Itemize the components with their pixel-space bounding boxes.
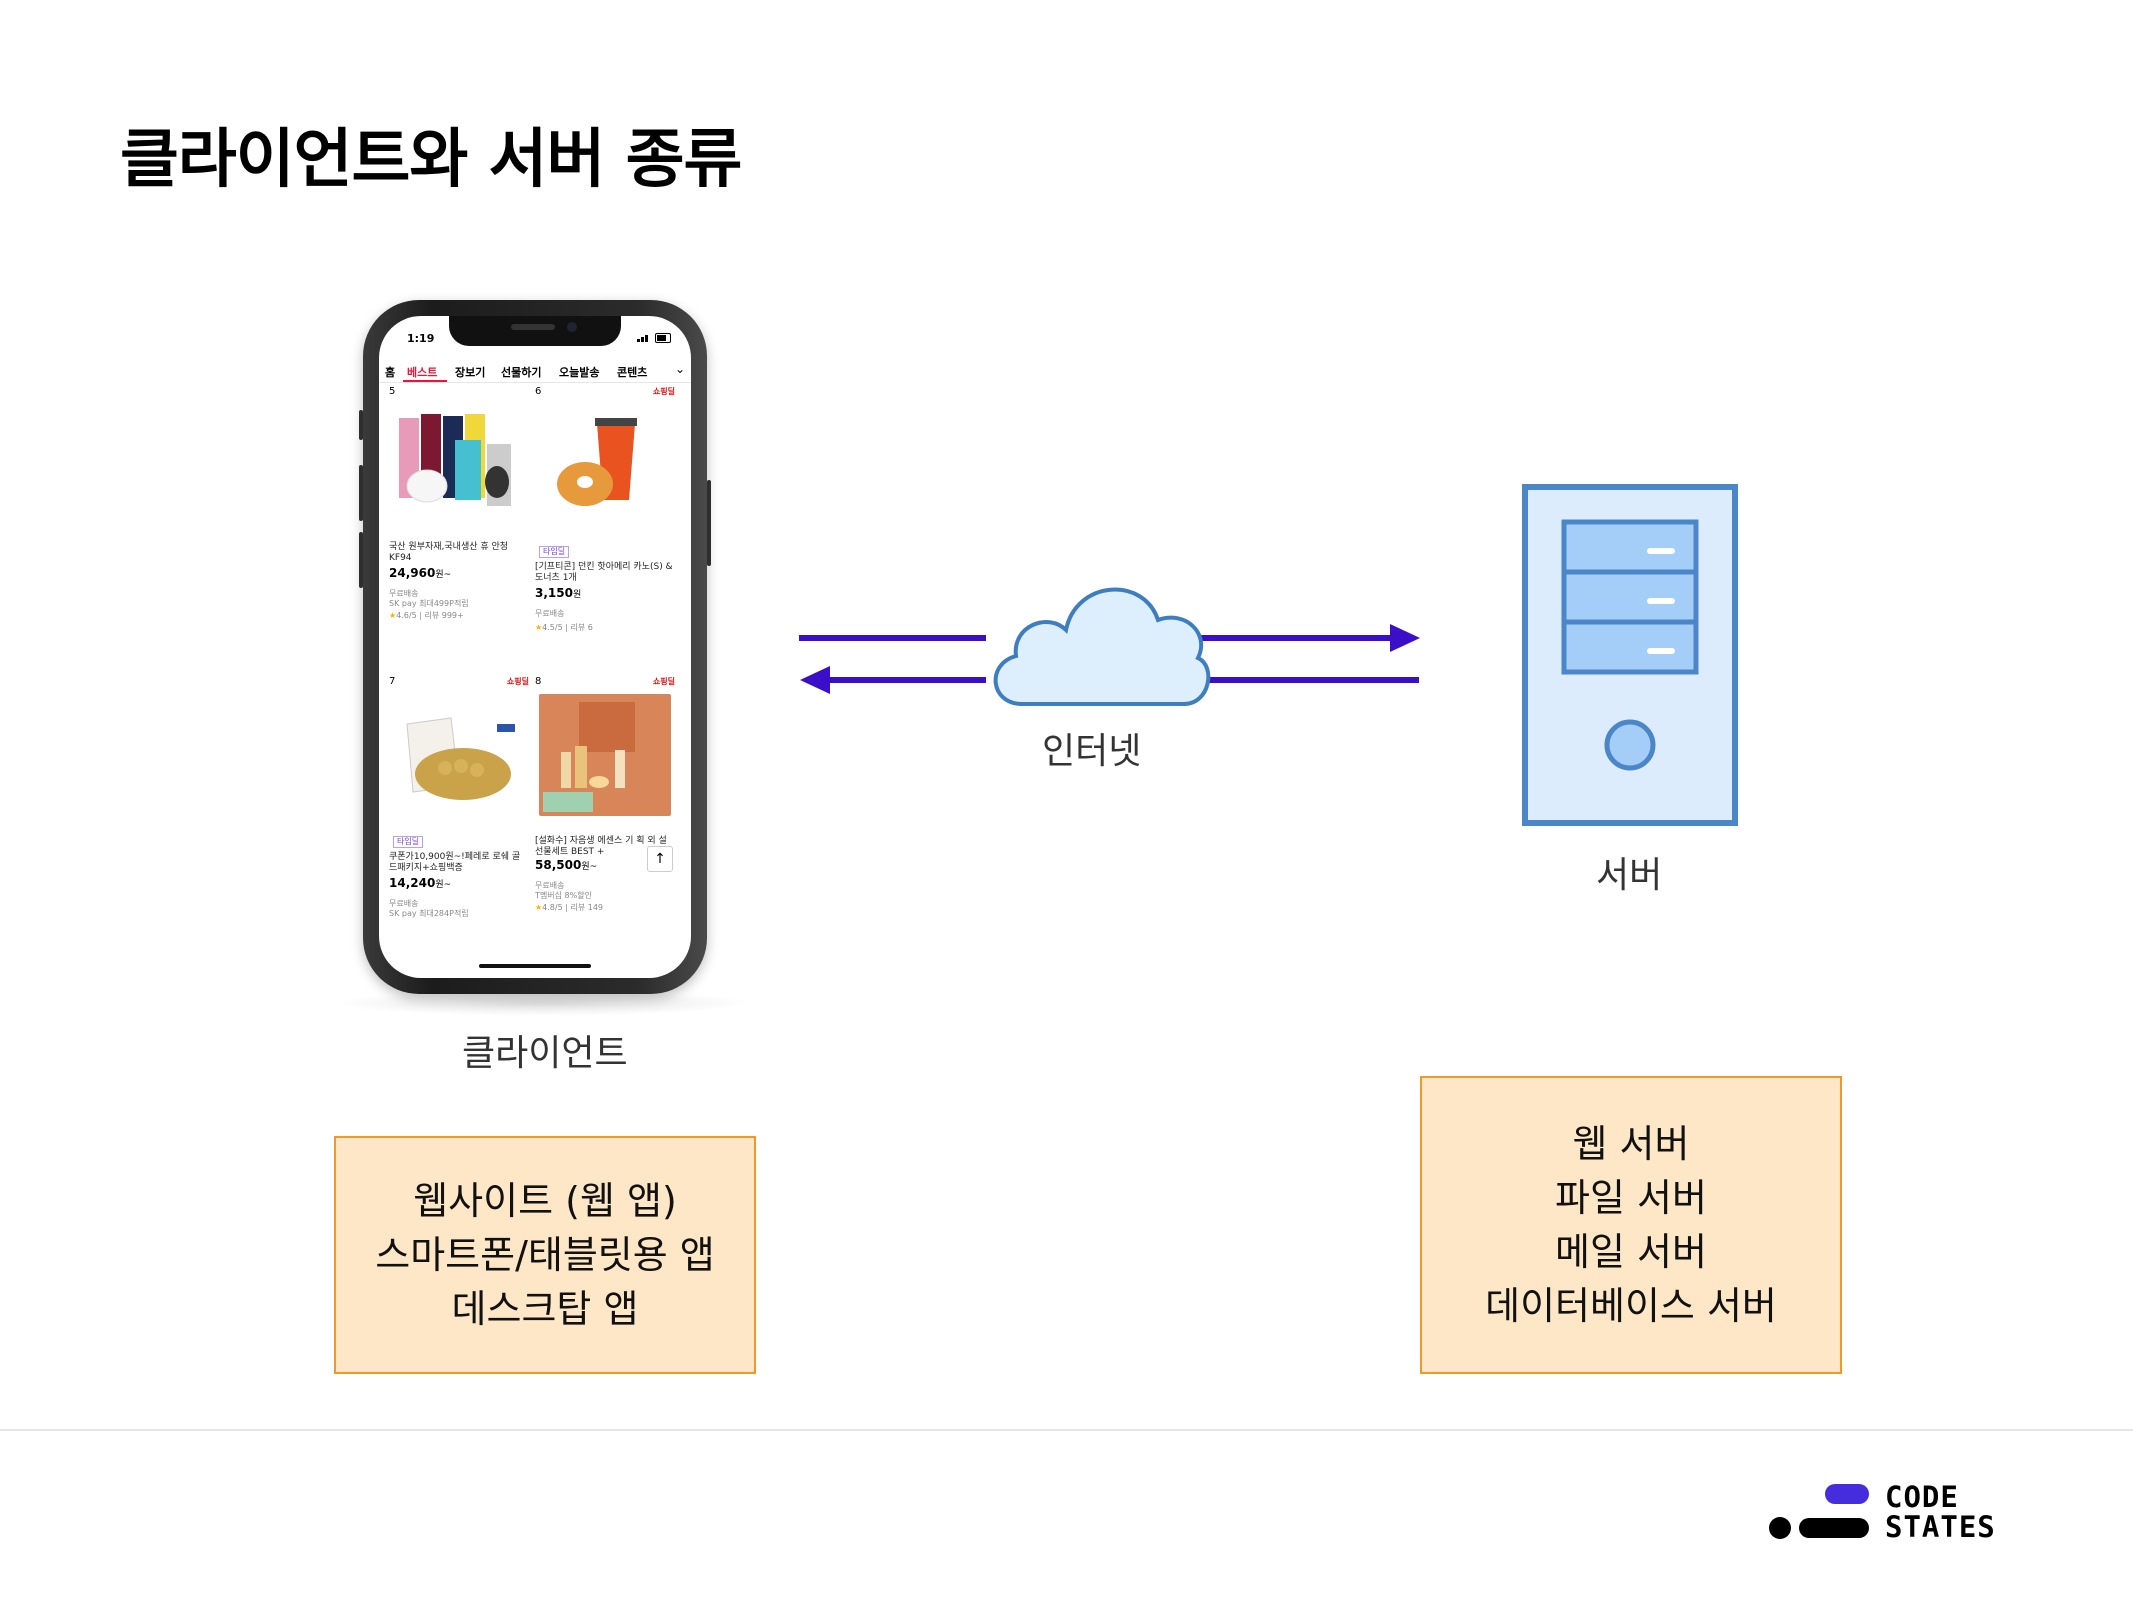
speaker-grille: [511, 324, 555, 330]
server-type-item: 메일 서버: [1555, 1225, 1707, 1279]
client-types-box: 웹사이트 (웹 앱) 스마트폰/태블릿용 앱 데스크탑 앱: [334, 1136, 756, 1374]
client-type-item: 웹사이트 (웹 앱): [413, 1174, 677, 1228]
client-type-item: 스마트폰/태블릿용 앱: [375, 1228, 715, 1282]
phone-notch: [449, 316, 621, 346]
product-rank: 6: [535, 386, 541, 397]
timedeal-badge: 타임딜: [539, 546, 569, 558]
server-type-item: 데이터베이스 서버: [1485, 1279, 1777, 1333]
footer-divider: [0, 1429, 2133, 1431]
codestates-logo-mark: [1765, 1484, 1875, 1542]
price-unit: 원~: [435, 880, 451, 890]
product-price: 24,960원~: [389, 568, 451, 581]
rating-row: ★4.5/5 | 리뷰 6: [535, 622, 593, 633]
product-card[interactable]: 7 쇼핑딜 타임딜 쿠폰가10,900원~!페레로 로쉐 골드패키지+쇼핑백증 …: [389, 676, 529, 948]
product-price: 58,500원~: [535, 860, 597, 873]
timedeal-badge: 타임딜: [393, 836, 423, 848]
rating-row: ★4.6/5 | 리뷰 999+: [389, 610, 464, 621]
active-tab-indicator: [403, 380, 447, 382]
price-unit: 원: [573, 590, 581, 600]
client-label: 클라이언트: [462, 1024, 628, 1076]
product-card[interactable]: 5 국산 원부자재,국내생산 휴 안청 KF94 24,960원~ 무료배송 S…: [389, 386, 529, 658]
client-type-item: 데스크탑 앱: [452, 1282, 639, 1336]
scroll-to-top-button[interactable]: ↑: [647, 846, 673, 872]
tab-gift[interactable]: 선물하기: [501, 364, 541, 380]
signal-icon: [645, 335, 648, 342]
tab-today-shipping[interactable]: 오늘발송: [559, 364, 599, 380]
volume-down-button: [359, 532, 363, 588]
point-info: SK pay 최대284P적립: [389, 908, 469, 919]
product-rank: 7: [389, 676, 395, 687]
shopping-deal-logo: 쇼핑딜: [653, 386, 675, 397]
discount-info: T멤버십 8%할인: [535, 890, 592, 901]
codestates-logo: CODE STATES: [1765, 1482, 2015, 1542]
server-label: 서버: [1596, 846, 1662, 898]
arrow-left-icon: [800, 666, 830, 694]
smartphone-illustration: 1:19 홈 베스트 장보기 선물하기 오늘발송 콘텐츠 ⌄ 5: [363, 300, 707, 994]
power-button: [707, 480, 711, 566]
network-connection: [790, 560, 1430, 710]
status-icons: [637, 333, 671, 342]
cloud-icon: [996, 590, 1209, 704]
product-price: 3,150원: [535, 588, 581, 601]
point-info: SK pay 최대499P적립: [389, 598, 469, 609]
product-card[interactable]: 8 쇼핑딜 [설화수] 자음생 에센스 기 획 외 설 선물세트 BEST + …: [535, 676, 675, 948]
server-icon: [1520, 482, 1740, 830]
logo-text-states: STATES: [1885, 1512, 1996, 1542]
category-tab-bar: 홈 베스트 장보기 선물하기 오늘발송 콘텐츠 ⌄: [379, 360, 691, 383]
price-unit: 원~: [435, 570, 451, 580]
tab-contents[interactable]: 콘텐츠: [617, 364, 647, 380]
internet-label: 인터넷: [1042, 722, 1141, 774]
volume-up-button: [359, 465, 363, 521]
server-type-item: 파일 서버: [1555, 1171, 1707, 1225]
product-name: [기프티콘] 던킨 핫아메리 카노(S) & 도너츠 1개: [535, 562, 673, 584]
price-value: 58,500: [535, 858, 581, 872]
shopping-deal-logo: 쇼핑딜: [507, 676, 529, 687]
chocolate-gift-image: [393, 694, 525, 816]
rating-row: ★4.8/5 | 리뷰 149: [535, 902, 603, 913]
arrow-right-icon: [1390, 624, 1420, 652]
home-indicator: [479, 964, 591, 968]
price-unit: 원~: [581, 862, 597, 872]
rating-text: 4.5/5 | 리뷰 6: [542, 623, 593, 632]
phone-screen: 1:19 홈 베스트 장보기 선물하기 오늘발송 콘텐츠 ⌄ 5: [379, 316, 691, 978]
product-name: 국산 원부자재,국내생산 휴 안청 KF94: [389, 542, 527, 564]
silent-switch: [359, 410, 363, 440]
cosmetics-gift-image: [539, 694, 671, 816]
chevron-down-icon[interactable]: ⌄: [675, 362, 685, 376]
server-types-box: 웹 서버 파일 서버 메일 서버 데이터베이스 서버: [1420, 1076, 1842, 1374]
server-type-item: 웹 서버: [1573, 1117, 1690, 1171]
tab-home[interactable]: 홈: [385, 364, 395, 380]
tab-grocery[interactable]: 장보기: [455, 364, 485, 380]
product-price: 14,240원~: [389, 878, 451, 891]
page-title: 클라이언트와 서버 종류: [120, 108, 741, 200]
rating-text: 4.6/5 | 리뷰 999+: [396, 611, 464, 620]
mask-product-image: [393, 404, 525, 526]
shipping-info: 무료배송: [535, 608, 564, 619]
product-card[interactable]: 6 쇼핑딜 타임딜 [기프티콘] 던킨 핫아메리 카노(S) & 도너츠 1개 …: [535, 386, 675, 658]
status-time: 1:19: [407, 332, 434, 345]
rating-text: 4.8/5 | 리뷰 149: [542, 903, 603, 912]
signal-icon: [637, 339, 640, 342]
signal-icon: [641, 337, 644, 342]
price-value: 3,150: [535, 586, 573, 600]
tab-best[interactable]: 베스트: [407, 364, 437, 380]
front-camera-icon: [567, 322, 577, 332]
product-name: 쿠폰가10,900원~!페레로 로쉐 골드패키지+쇼핑백증: [389, 852, 527, 874]
price-value: 24,960: [389, 566, 435, 580]
coffee-donut-image: [539, 404, 671, 526]
product-rank: 8: [535, 676, 541, 687]
shopping-deal-logo: 쇼핑딜: [653, 676, 675, 687]
product-rank: 5: [389, 386, 395, 397]
battery-icon: [655, 333, 671, 343]
logo-text-code: CODE: [1885, 1482, 1959, 1512]
price-value: 14,240: [389, 876, 435, 890]
